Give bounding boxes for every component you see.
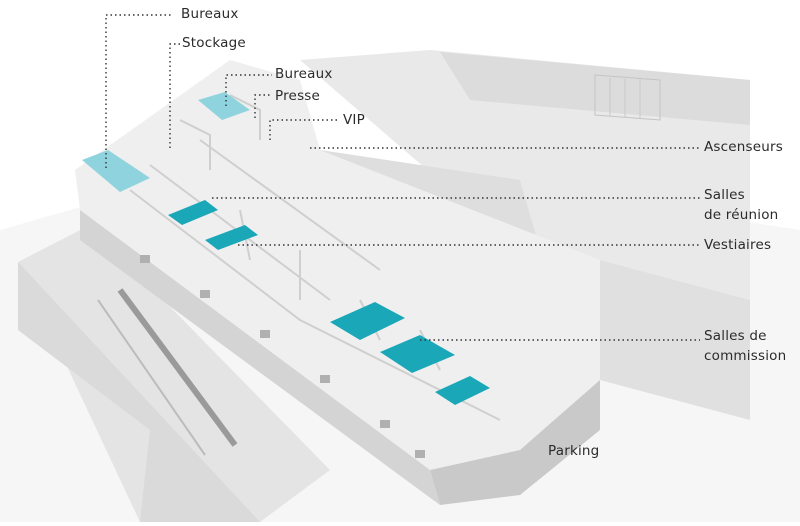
label-stockage: Stockage [182, 35, 246, 51]
label-salles-reunion-line1: Salles [704, 187, 745, 203]
room-bureaux-mid [198, 92, 250, 120]
label-salles-commission-line2: commission [704, 348, 787, 364]
rear-hall-wall [600, 260, 750, 420]
leader-presse [254, 94, 272, 118]
label-presse: Presse [275, 88, 321, 104]
leader-lines [105, 14, 700, 341]
main-building-facade [80, 210, 440, 505]
facade-windows [140, 255, 425, 458]
room-reunion-2 [205, 225, 258, 250]
leader-bureaux-top [105, 14, 173, 168]
room-reunion-1 [168, 200, 218, 225]
label-parking: Parking [548, 443, 600, 459]
main-building-top [75, 60, 600, 470]
rear-hall-window [594, 74, 661, 121]
room-commission-3 [435, 376, 490, 405]
label-vip: VIP [343, 112, 365, 128]
highlight-rooms [82, 92, 490, 405]
label-salles-commission: Salles de commission [704, 328, 786, 364]
label-salles-reunion: Salles de réunion [704, 187, 778, 223]
room-commission-1 [330, 302, 405, 340]
street-ramp-edge [97, 299, 206, 456]
street-lower [18, 225, 330, 522]
street-ramp [117, 288, 238, 447]
room-commission-2 [380, 335, 455, 373]
label-salles-reunion-line2: de réunion [704, 207, 779, 223]
label-vestiaires: Vestiaires [704, 237, 772, 253]
main-building-corner [430, 380, 600, 505]
label-salles-commission-line1: Salles de [704, 328, 767, 344]
label-ascenseurs: Ascenseurs [704, 139, 784, 155]
label-bureaux-mid: Bureaux [275, 66, 333, 82]
street-wall [18, 262, 260, 522]
leader-stockage [169, 43, 180, 148]
leader-bureaux-mid [225, 74, 272, 106]
room-bureaux-top [82, 150, 150, 192]
label-bureaux-top: Bureaux [181, 6, 239, 22]
